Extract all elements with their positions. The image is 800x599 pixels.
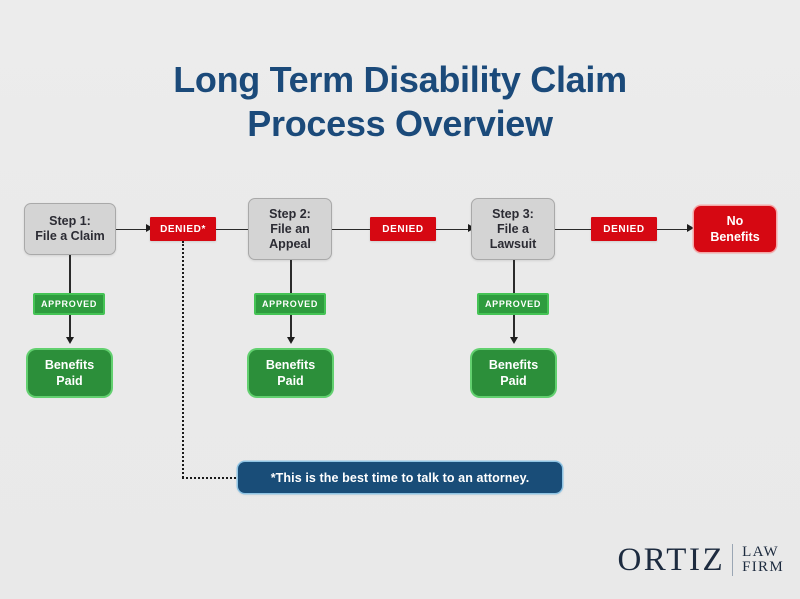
attorney-note-box[interactable]: *This is the best time to talk to an att… [238,462,562,493]
approved-2-box[interactable]: APPROVED [254,293,326,315]
step-3-line-1: Step 3: [492,206,534,221]
connector-step3-to-denied3 [555,228,591,231]
logo-secondary-line-2: FIRM [742,559,784,575]
benefits-1-line-1: Benefits [44,358,95,372]
benefits-paid-3-box[interactable]: Benefits Paid [472,350,555,396]
attorney-note-text: *This is the best time to talk to an att… [270,470,530,485]
page-title-line-1: Long Term Disability Claim [173,59,627,100]
connector-step1-to-approved1 [69,255,71,293]
logo-primary-text: ORTIZ [617,542,726,578]
logo-divider [732,544,734,576]
denied-3-box[interactable]: DENIED [591,217,657,241]
denied-3-label: DENIED [603,223,645,235]
denied-2-label: DENIED [382,223,424,235]
dotted-connector-horizontal [182,477,240,479]
approved-3-label: APPROVED [484,299,542,309]
logo-secondary-line-1: LAW [742,544,779,560]
connector-step2-to-approved2 [290,260,292,293]
step-2-line-2: File an [270,221,310,236]
arrowhead-approved2-to-benefits2 [286,337,295,344]
arrowhead-denied3-to-no-benefits [687,224,694,232]
benefits-2-line-2: Paid [277,374,304,388]
benefits-3-line-1: Benefits [488,358,539,372]
step-2-line-1: Step 2: [269,206,311,221]
step-2-line-3: Appeal [269,236,311,251]
arrowhead-approved1-to-benefits1 [65,337,74,344]
connector-approved1-to-benefits1 [69,315,71,341]
step-3-line-3: Lawsuit [489,236,537,251]
connector-step2-to-denied2 [332,228,370,231]
connector-approved2-to-benefits2 [290,315,292,341]
ortiz-law-firm-logo: ORTIZ LAW FIRM [617,543,784,577]
step-1-line-2: File a Claim [35,229,105,243]
step-1-line-1: Step 1: [49,214,91,228]
approved-1-box[interactable]: APPROVED [33,293,105,315]
benefits-1-line-2: Paid [56,374,83,388]
benefits-paid-2-box[interactable]: Benefits Paid [249,350,332,396]
benefits-3-line-2: Paid [500,374,527,388]
connector-step3-to-approved3 [513,260,515,293]
denied-1-label: DENIED* [160,223,206,235]
step-3-box[interactable]: Step 3: File a Lawsuit [471,198,555,260]
denied-2-box[interactable]: DENIED [370,217,436,241]
no-benefits-line-2: Benefits [710,230,760,244]
step-3-line-2: File a [497,221,529,236]
logo-secondary-text: LAW FIRM [742,545,784,575]
benefits-paid-1-box[interactable]: Benefits Paid [28,350,111,396]
arrowhead-step1-to-denied1 [146,224,153,232]
step-2-box[interactable]: Step 2: File an Appeal [248,198,332,260]
connector-denied3-to-no-benefits [657,228,689,231]
connector-denied1-to-step2 [216,228,250,231]
connector-denied2-to-step3 [436,228,470,231]
no-benefits-line-1: No [726,214,744,228]
no-benefits-box[interactable]: No Benefits [694,206,776,252]
benefits-2-line-1: Benefits [265,358,316,372]
approved-3-box[interactable]: APPROVED [477,293,549,315]
arrowhead-approved3-to-benefits3 [509,337,518,344]
page-title: Long Term Disability Claim Process Overv… [0,58,800,146]
approved-1-label: APPROVED [40,299,98,309]
denied-1-box[interactable]: DENIED* [150,217,216,241]
dotted-connector-vertical [182,241,184,478]
connector-approved3-to-benefits3 [513,315,515,341]
page-title-line-2: Process Overview [247,103,553,144]
step-1-box[interactable]: Step 1: File a Claim [24,203,116,255]
connector-step1-to-denied1 [116,228,148,231]
approved-2-label: APPROVED [261,299,319,309]
